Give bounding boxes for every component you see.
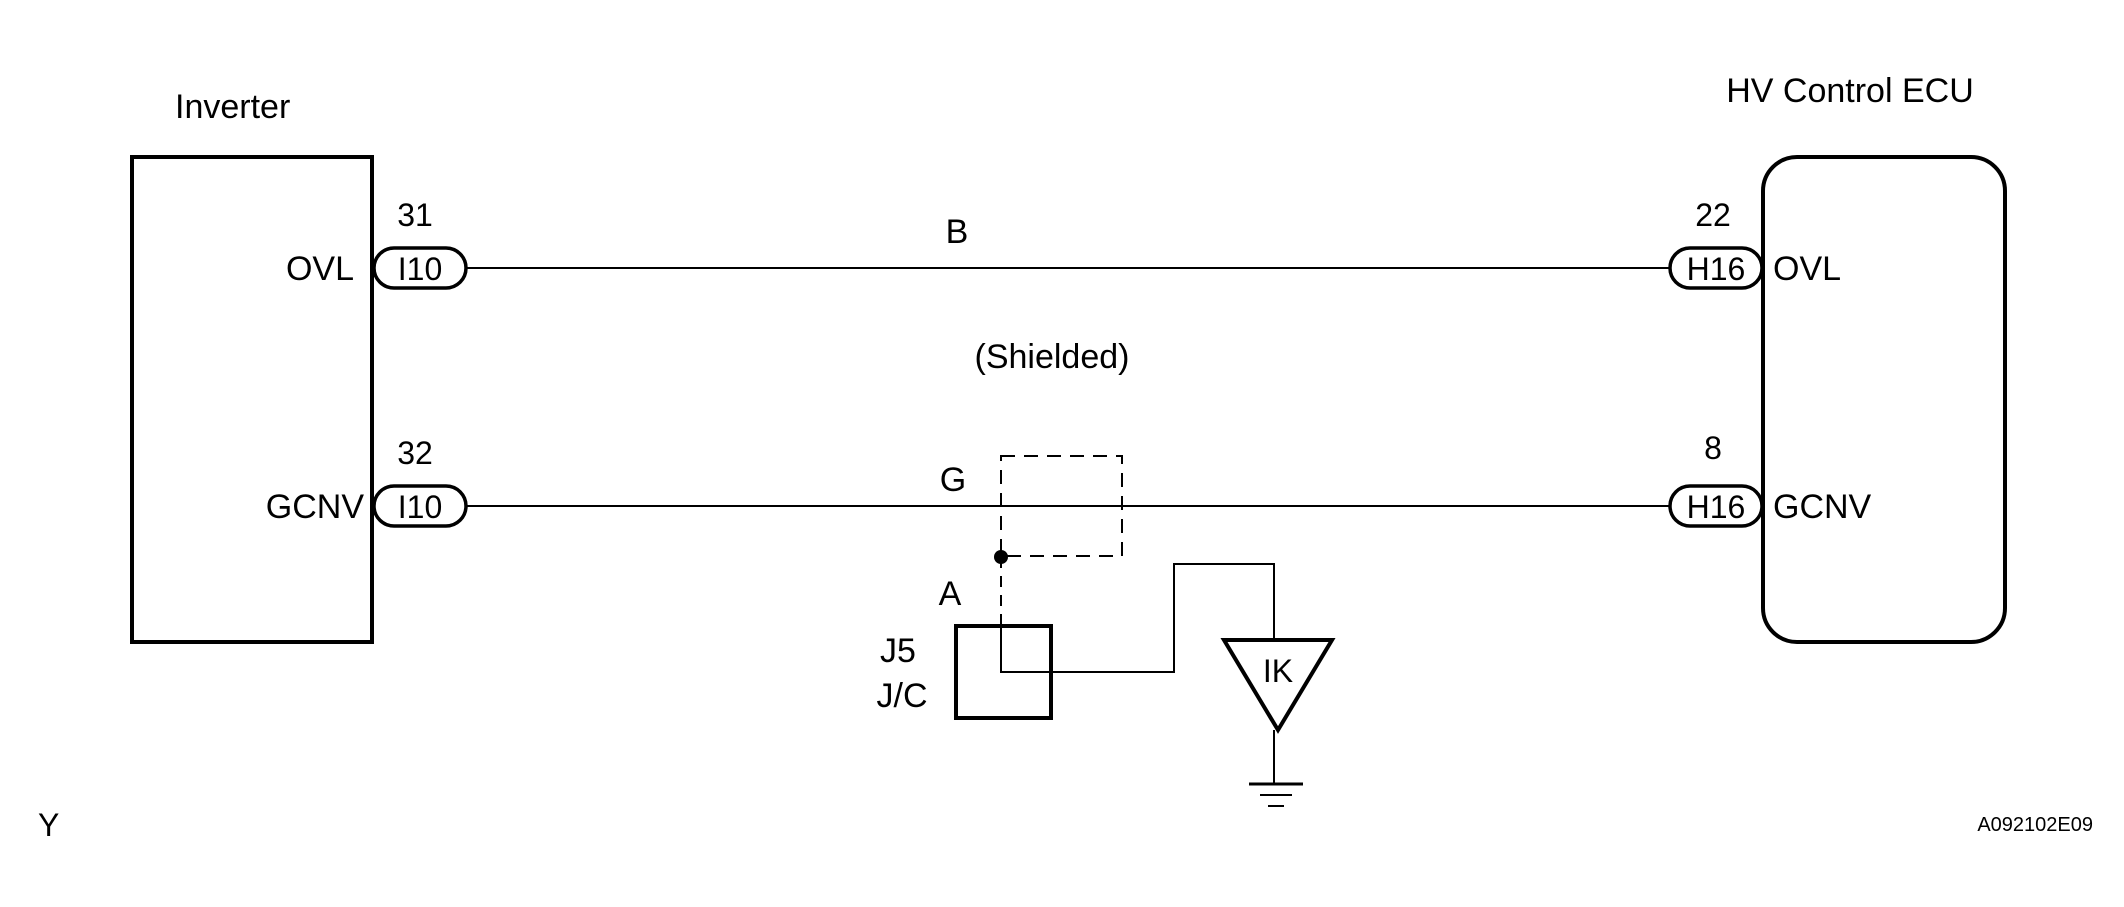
- inverter-connector-label-gcnv: I10: [398, 489, 442, 525]
- ecu-pin-22: 22: [1695, 197, 1731, 233]
- inverter-pin-32: 32: [397, 435, 433, 471]
- shield-note: (Shielded): [975, 338, 1130, 376]
- gcnv-wire-color: G: [940, 461, 966, 499]
- ground-point-code: IK: [1263, 653, 1293, 689]
- shield-enclosure: [1000, 455, 1123, 557]
- ground-icon: [1249, 782, 1303, 807]
- inverter-connector-i10-gcnv: [372, 484, 468, 528]
- ecu-connector-label-gcnv: H16: [1687, 489, 1746, 525]
- ecu-ovl-label: OVL: [1773, 250, 1841, 288]
- ecu-gcnv-label: GCNV: [1773, 488, 1872, 526]
- ecu-title: HV Control ECU: [1726, 72, 1974, 110]
- inverter-ovl-label: OVL: [286, 250, 354, 288]
- ecu-connector-label-ovl: H16: [1687, 251, 1746, 287]
- ground-wire: [1000, 563, 1275, 673]
- ground-point-triangle: [1220, 638, 1336, 734]
- inverter-connector-i10-ovl: [372, 246, 468, 290]
- inverter-box: [130, 155, 374, 644]
- ecu-connector-h16-gcnv: [1668, 484, 1764, 528]
- figure-id: A092102E09: [1977, 814, 2093, 836]
- junction-pin: A: [939, 575, 962, 613]
- ovl-wire-color: B: [946, 213, 969, 251]
- ecu-connector-h16-ovl: [1668, 246, 1764, 290]
- footer-left-code: Y: [38, 807, 59, 843]
- inverter-connector-label-ovl: I10: [398, 251, 442, 287]
- junction-code: J5: [880, 632, 916, 670]
- ecu-box: [1761, 155, 2007, 644]
- inverter-pin-31: 31: [397, 197, 433, 233]
- inverter-title: Inverter: [175, 88, 290, 126]
- junction-type: J/C: [877, 677, 928, 715]
- ecu-pin-8: 8: [1704, 430, 1722, 466]
- inverter-gcnv-label: GCNV: [266, 488, 365, 526]
